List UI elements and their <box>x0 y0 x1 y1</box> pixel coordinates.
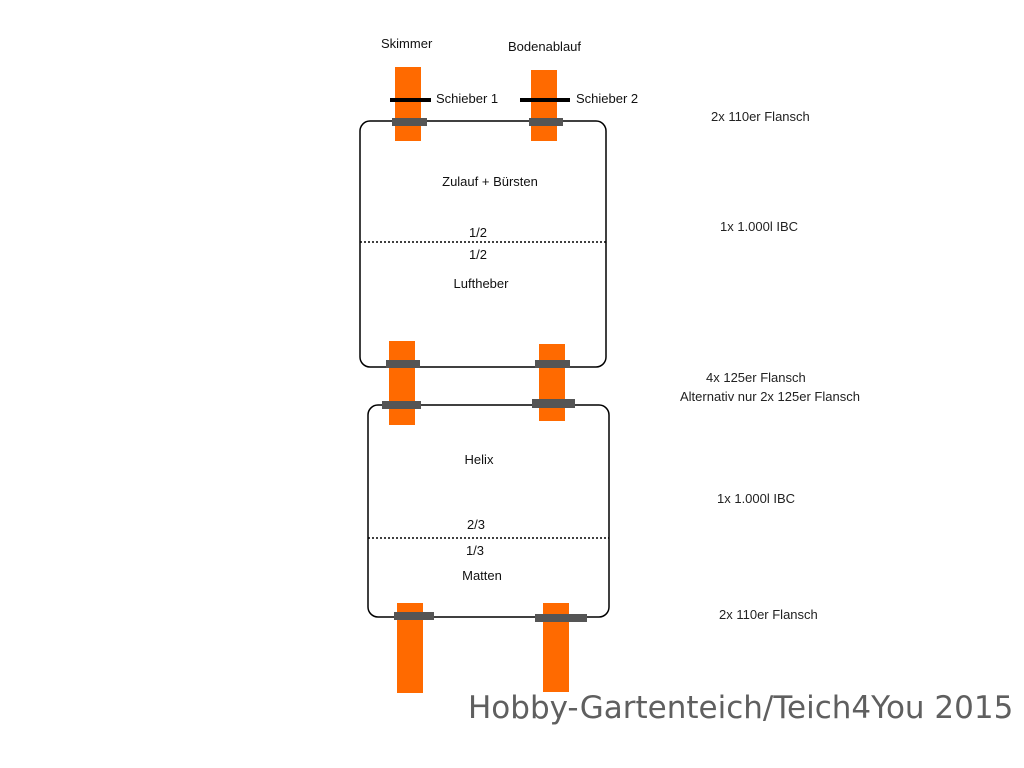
label-fraction-bottom-upper: 2/3 <box>467 517 485 532</box>
pipe-connector-left <box>389 341 415 425</box>
label-skimmer: Skimmer <box>381 36 433 51</box>
label-fraction-top-lower: 1/2 <box>469 247 487 262</box>
note-middle-alternative: Alternativ nur 2x 125er Flansch <box>680 389 860 404</box>
ibc-tank-top <box>359 120 607 368</box>
flange-mid-right-lower <box>532 399 575 408</box>
note-top-flanges: 2x 110er Flansch <box>711 109 810 124</box>
note-bottom-flanges: 2x 110er Flansch <box>719 607 818 622</box>
ibc-tank-bottom <box>367 404 610 618</box>
label-fraction-top-upper: 1/2 <box>469 225 487 240</box>
label-luftheber: Luftheber <box>454 276 510 291</box>
pipe-bodenablauf-inlet <box>531 70 557 141</box>
flange-bottom-left <box>394 612 434 620</box>
flange-mid-left-upper <box>386 360 420 368</box>
note-middle-flanges: 4x 125er Flansch <box>706 370 806 385</box>
label-zulauf-buersten: Zulauf + Bürsten <box>442 174 538 189</box>
pipe-connector-right <box>539 344 565 421</box>
flange-bottom-right <box>535 614 587 622</box>
note-top-ibc: 1x 1.000l IBC <box>720 219 798 234</box>
label-matten: Matten <box>462 568 502 583</box>
label-fraction-bottom-lower: 1/3 <box>466 543 484 558</box>
flange-top-left <box>392 118 427 126</box>
flange-top-right <box>529 118 563 126</box>
label-bodenablauf: Bodenablauf <box>508 39 581 54</box>
flange-mid-left-lower <box>382 401 421 409</box>
flange-mid-right-upper <box>535 360 570 368</box>
label-schieber-1: Schieber 1 <box>436 91 498 106</box>
label-schieber-2: Schieber 2 <box>576 91 638 106</box>
note-bottom-ibc: 1x 1.000l IBC <box>717 491 795 506</box>
label-helix: Helix <box>465 452 494 467</box>
watermark-text: Hobby-Gartenteich/Teich4You 2015 <box>468 690 1014 726</box>
pipe-skimmer-inlet <box>395 67 421 141</box>
